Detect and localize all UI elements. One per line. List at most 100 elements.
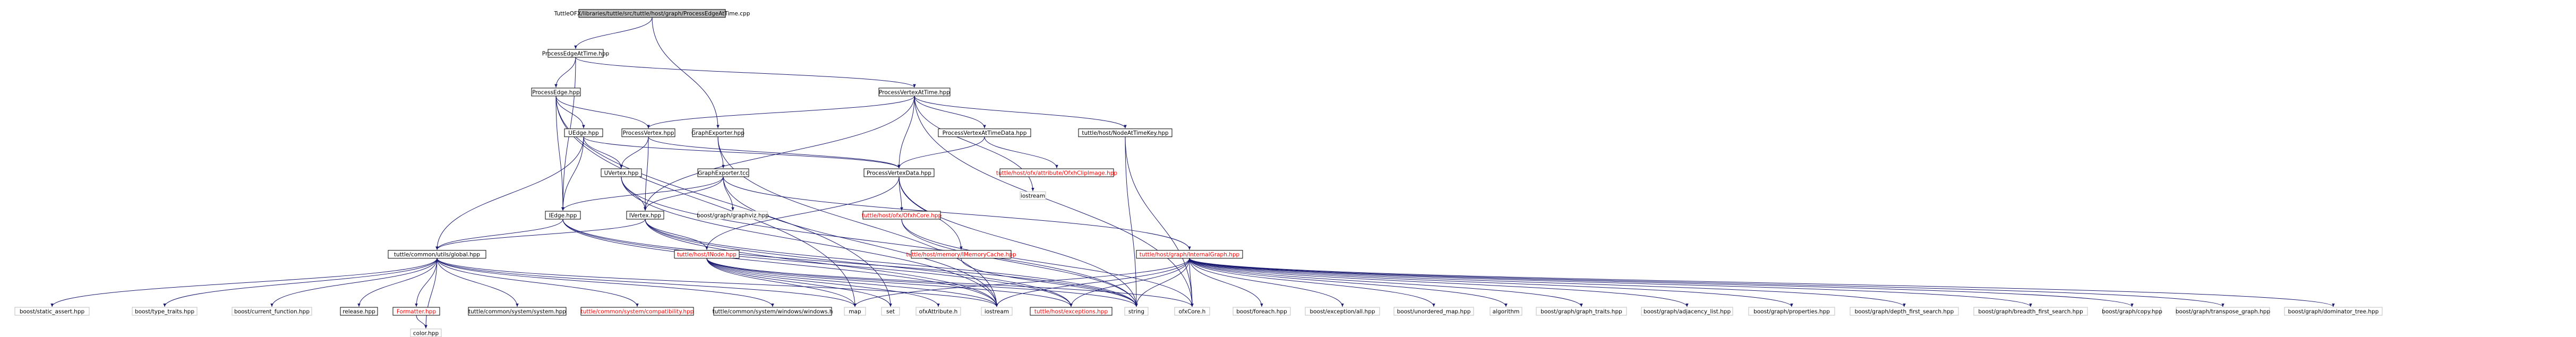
edge-pvat_hpp-to-nakey_hpp — [914, 96, 1127, 128]
node-formatter-hpp[interactable]: Formatter.hpp — [392, 307, 440, 316]
node-box — [1020, 191, 1046, 200]
node-label: ProcessVertex.hpp — [623, 130, 674, 136]
edge-global_hpp-to-formatter_hpp — [415, 258, 438, 307]
node-map[interactable]: map — [844, 307, 866, 316]
node-system-hpp[interactable]: tuttle/common/system/system.hpp — [468, 307, 567, 316]
node-label: UVertex.hpp — [604, 170, 639, 177]
node-label: boost/graph/dominator_tree.hpp — [2288, 309, 2379, 315]
node-pvat-hpp[interactable]: ProcessVertexAtTime.hpp — [878, 88, 951, 97]
node-bfs[interactable]: boost/graph/breadth_first_search.hpp — [1973, 307, 2088, 316]
node-uvertex-hpp[interactable]: UVertex.hpp — [601, 168, 642, 177]
node-iedge-hpp[interactable]: IEdge.hpp — [545, 211, 581, 220]
node-uedge-hpp[interactable]: UEdge.hpp — [564, 128, 603, 137]
node-box — [1748, 307, 1835, 316]
node-ofxcore[interactable]: ofxCore.h — [1174, 307, 1210, 316]
node-exceptions[interactable]: tuttle/host/exceptions.hpp — [1030, 307, 1112, 316]
node-inode-hpp[interactable]: tuttle/host/INode.hpp — [674, 250, 740, 259]
node-box — [844, 307, 866, 316]
edge-nakey_hpp-to-ofxcore — [1125, 136, 1194, 307]
node-release-hpp[interactable]: release.hpp — [340, 307, 378, 316]
edge-ivertex_hpp-to-string — [645, 219, 1138, 307]
node-label: color.hpp — [413, 330, 439, 336]
node-pe-hpp[interactable]: ProcessEdge.hpp — [531, 88, 581, 97]
node-label: map — [849, 309, 861, 315]
edge-global_hpp-to-static_asset — [50, 258, 438, 307]
node-type-traits[interactable]: boost/type_traits.hpp — [132, 307, 198, 316]
edge-ivertex_hpp-to-iostream — [645, 219, 998, 307]
edge-inode_hpp-to-set — [706, 258, 892, 307]
edge-root-to-peat_hpp — [574, 17, 653, 49]
edge-internalgraph-to-unordered_map — [1189, 258, 1435, 307]
node-box — [2103, 307, 2161, 316]
node-label: IVertex.hpp — [629, 212, 662, 219]
node-clipimage[interactable]: tuttle/host/ofx/attribute/OfxhClipImage.… — [996, 168, 1118, 177]
node-exception-all[interactable]: boost/exception/all.hpp — [1305, 307, 1380, 316]
node-box — [981, 307, 1013, 316]
edge-global_hpp-to-iostream — [437, 258, 998, 307]
node-label: tuttle/host/ofx/OfxhCore.hpp — [862, 212, 942, 219]
node-internalgraph[interactable]: tuttle/host/graph/InternalGraph.hpp — [1136, 250, 1243, 259]
node-ofxhcore[interactable]: tuttle/host/ofx/OfxhCore.hpp — [862, 211, 942, 220]
edge-pvatd_hpp-to-pvd_hpp — [897, 136, 985, 169]
edge-inode_hpp-to-exceptions — [706, 258, 1073, 307]
node-box — [601, 168, 642, 177]
edge-pvd_hpp-to-inode_hpp — [705, 176, 900, 250]
node-label: ProcessEdge.hpp — [532, 89, 580, 96]
node-string[interactable]: string — [1124, 307, 1149, 316]
node-box — [1305, 307, 1380, 316]
node-set[interactable]: set — [881, 307, 900, 316]
node-adjacency-list[interactable]: boost/graph/adjacency_list.hpp — [1641, 307, 1733, 316]
node-transpose[interactable]: boost/graph/transpose_graph.hpp — [2176, 307, 2271, 316]
node-static-asset[interactable]: boost/static_assert.hpp — [14, 307, 90, 316]
edge-ivertex_hpp-to-exceptions — [645, 219, 1073, 307]
node-graphviz[interactable]: boost/graph/graphviz.hpp — [697, 211, 769, 220]
node-dfs[interactable]: boost/graph/depth_first_search.hpp — [1850, 307, 1959, 316]
node-label: boost/graph/properties.hpp — [1753, 309, 1830, 315]
node-box — [564, 128, 603, 137]
edge-internalgraph-to-bfs — [1189, 258, 2032, 307]
node-properties[interactable]: boost/graph/properties.hpp — [1748, 307, 1835, 316]
node-box — [1536, 307, 1627, 316]
node-current-function[interactable]: boost/current_function.hpp — [232, 307, 312, 316]
node-box — [2284, 307, 2383, 316]
node-copy[interactable]: boost/graph/copy.hpp — [2102, 307, 2162, 316]
node-label: iostream — [985, 309, 1009, 315]
node-global-hpp[interactable]: tuttle/common/utils/global.hpp — [388, 250, 486, 259]
node-dominator[interactable]: boost/graph/dominator_tree.hpp — [2284, 307, 2383, 316]
node-root[interactable]: TuttleOFX/libraries/tuttle/src/tuttle/ho… — [554, 9, 750, 18]
node-label: boost/exception/all.hpp — [1310, 309, 1375, 315]
edge-pv_hpp-to-uvertex_hpp — [620, 136, 649, 169]
node-label: boost/graph/breadth_first_search.hpp — [1978, 309, 2083, 315]
node-peat-hpp[interactable]: ProcessEdgeAtTime.hpp — [542, 49, 610, 58]
node-label: GraphExporter.hpp — [691, 130, 744, 136]
node-color-hpp[interactable]: color.hpp — [410, 329, 442, 337]
edge-uedge_hpp-to-iedge_hpp — [561, 136, 584, 211]
node-ivertex-hpp[interactable]: IVertex.hpp — [626, 211, 664, 220]
node-pvatd-hpp[interactable]: ProcessVertexAtTimeData.hpp — [938, 128, 1031, 137]
node-windows-h[interactable]: tuttle/common/system/windows/windows.h — [713, 307, 833, 316]
node-box — [1850, 307, 1959, 316]
node-pvd-hpp[interactable]: ProcessVertexData.hpp — [863, 168, 935, 177]
node-istream-top[interactable]: iostream — [1020, 191, 1046, 200]
node-compat-hpp[interactable]: tuttle/common/system/compatibility.hpp — [580, 307, 694, 316]
node-pv-hpp[interactable]: ProcessVertex.hpp — [621, 128, 675, 137]
edge-pvat_hpp-to-pvd_hpp — [897, 96, 915, 169]
node-unordered-map[interactable]: boost/unordered_map.hpp — [1393, 307, 1474, 316]
node-iostream[interactable]: iostream — [981, 307, 1013, 316]
node-label: ofxCore.h — [1179, 309, 1206, 315]
node-label: boost/foreach.hpp — [1236, 309, 1287, 315]
node-nakey-hpp[interactable]: tuttle/host/NodeAtTimeKey.hpp — [1078, 128, 1173, 137]
edge-internalgraph-to-iostream — [995, 258, 1190, 307]
edge-nakey_hpp-to-string — [1125, 136, 1138, 307]
node-foreach[interactable]: boost/foreach.hpp — [1233, 307, 1291, 316]
node-memcache[interactable]: tuttle/host/memory/IMemoryCache.hpp — [906, 250, 1016, 259]
edge-global_hpp-to-release_hpp — [357, 258, 438, 307]
edge-peat_hpp-to-pvat_hpp — [575, 57, 916, 88]
node-ofxattribute[interactable]: ofxAttribute.h — [915, 307, 961, 316]
node-algorithm[interactable]: algorithm — [1490, 307, 1522, 316]
node-ge-hpp[interactable]: GraphExporter.hpp — [691, 128, 744, 137]
node-graph-traits[interactable]: boost/graph/graph_traits.hpp — [1536, 307, 1627, 316]
node-ge-tcc[interactable]: GraphExporter.tcc — [697, 168, 749, 177]
node-label: Formatter.hpp — [397, 309, 437, 315]
